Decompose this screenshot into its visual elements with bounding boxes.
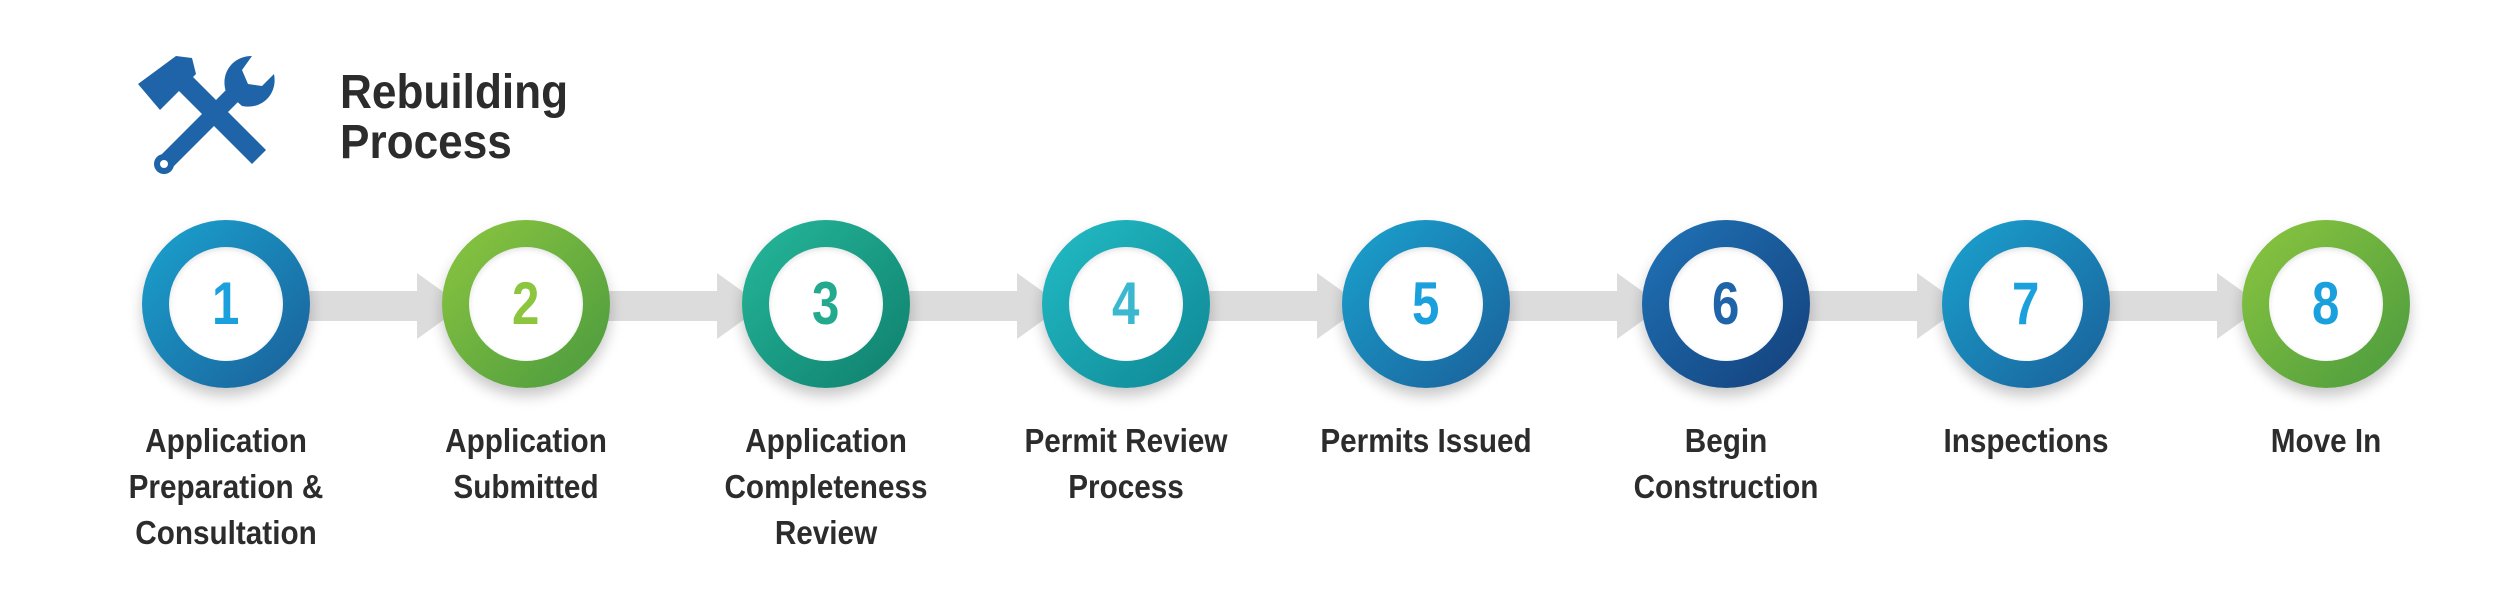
step-label: Inspections: [1943, 422, 2109, 459]
step-circle: 6: [1642, 220, 1810, 388]
step-number: 5: [1412, 270, 1440, 337]
arrow-right-icon: [305, 273, 463, 339]
page-title: Rebuilding Process: [340, 66, 569, 169]
step-circle: 2: [442, 220, 610, 388]
step-number: 3: [812, 270, 840, 337]
step-label: Permits Issued: [1320, 422, 1532, 459]
step-circle: 7: [1942, 220, 2110, 388]
step-circle: 4: [1042, 220, 1210, 388]
step-number: 4: [1112, 270, 1140, 337]
arrow-right-icon: [605, 273, 763, 339]
step-number: 1: [212, 270, 240, 337]
step-label: Application Preparation & Consultation: [128, 422, 324, 551]
wrench-hammer-icon: [138, 56, 275, 174]
arrow-right-icon: [2105, 273, 2263, 339]
arrow-right-icon: [1205, 273, 1363, 339]
step-label: Begin Construction: [1633, 422, 1819, 505]
step-number: 6: [1712, 270, 1740, 337]
step-label: Application Completeness Review: [724, 422, 928, 551]
step-label: Move In: [2270, 422, 2382, 459]
step-label: Permit Review Process: [1024, 422, 1228, 505]
step-circle: 3: [742, 220, 910, 388]
arrow-right-icon: [1805, 273, 1963, 339]
step-number: 7: [2012, 270, 2040, 337]
step-circle: 1: [142, 220, 310, 388]
arrow-right-icon: [1505, 273, 1663, 339]
step-label: Application Submitted: [445, 422, 607, 505]
step-number: 2: [512, 270, 540, 337]
arrow-right-icon: [905, 273, 1063, 339]
step-number: 8: [2312, 270, 2340, 337]
step-circle: 8: [2242, 220, 2410, 388]
step-circle: 5: [1342, 220, 1510, 388]
